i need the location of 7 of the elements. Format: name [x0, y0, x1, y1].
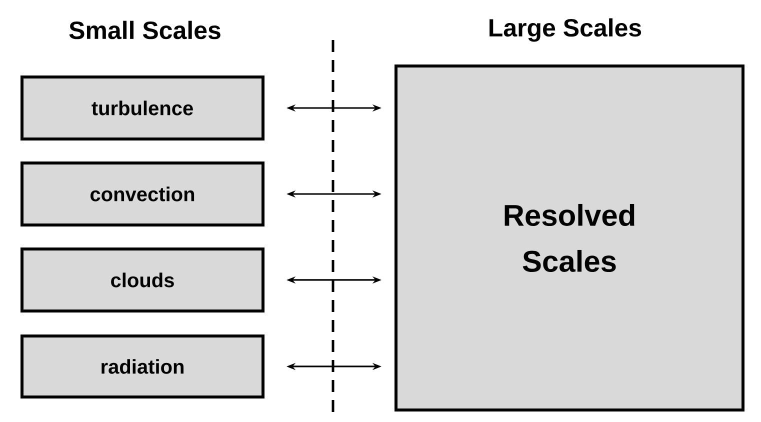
process-box: radiation [20, 334, 264, 398]
column-heading: Small Scales [69, 20, 220, 40]
process-box: clouds [20, 247, 264, 312]
resolved-scales-box: Resolved Scales [394, 64, 744, 412]
column-heading: Large Scales [490, 18, 642, 42]
process-box: convection [20, 161, 264, 226]
process-box: turbulence [20, 76, 264, 140]
